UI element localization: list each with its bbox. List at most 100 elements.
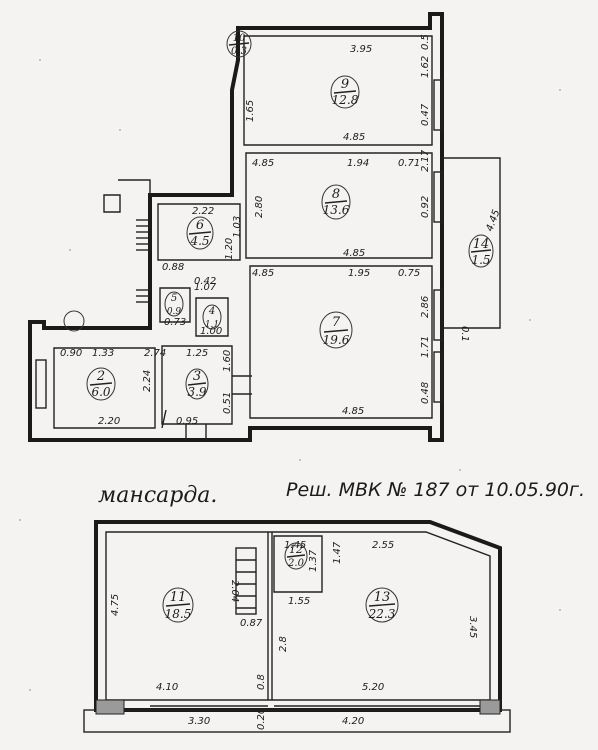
room-14: 14 1.5 <box>468 234 494 268</box>
dim-label: 2.04 <box>229 580 240 602</box>
dim-label: 4.10 <box>156 682 178 693</box>
room-13: 13 22.3 <box>365 587 399 623</box>
room-12: 12 2.0 <box>284 542 308 570</box>
dim-label: 2.86 <box>420 296 431 318</box>
dim-label: 1.95 <box>348 268 370 279</box>
dim-label: 0.71 <box>398 158 420 169</box>
dim-label: 4.75 <box>110 594 121 616</box>
room-number: 7 <box>332 315 341 330</box>
room-7: 7 19.6 <box>319 311 353 349</box>
dim-label: 0.75 <box>398 268 420 279</box>
room-area: 12.8 <box>332 93 359 107</box>
room-area: 1.1 <box>205 320 219 330</box>
attic-base <box>83 699 511 733</box>
dim-label: 1.25 <box>186 348 208 359</box>
dim-label: 0.48 <box>420 382 431 404</box>
dim-label: 0.47 <box>420 103 431 126</box>
attic-inner-wall <box>105 531 491 701</box>
room-2: 2 6.0 <box>86 367 116 401</box>
inner-wall-r8 <box>245 152 433 259</box>
room-number: 4 <box>208 306 215 317</box>
dim-label: 0.88 <box>162 262 184 273</box>
room-9: 9 12.8 <box>330 75 360 109</box>
dim-label: 1.71 <box>420 336 431 358</box>
attic-floor: 11 18.5 12 2.0 13 22.3 4.75 4.10 3.30 2.… <box>83 520 511 733</box>
dim-label: 1.20 <box>224 238 235 260</box>
dim-label: 0.1 <box>459 326 470 342</box>
dim-label: 0.51 <box>222 392 233 414</box>
room-11: 11 18.5 <box>162 587 194 623</box>
dim-label: 0.42 <box>194 276 216 287</box>
dim-label: 3.95 <box>350 44 372 55</box>
inner-wall-r7 <box>249 265 433 419</box>
room-area: 2.0 <box>287 558 305 569</box>
room-area: 6.0 <box>91 385 110 399</box>
decision-caption: Реш. МВК № 187 от 10.05.90г. <box>286 479 585 501</box>
room-number: 3 <box>193 369 201 384</box>
dim-label: 2.22 <box>192 206 214 217</box>
room-number: 12 <box>289 543 303 556</box>
dim-label: 2.80 <box>254 196 265 218</box>
attic-partition <box>267 532 273 700</box>
room-8: 8 13.6 <box>321 184 351 220</box>
room-5: 5 0.9 <box>164 291 184 317</box>
dim-label: 4.85 <box>342 406 364 417</box>
inner-wall-r5 <box>159 287 191 323</box>
dim-label: 4.85 <box>343 132 365 143</box>
attic-stair <box>235 547 257 615</box>
stair-lines <box>136 219 150 303</box>
dim-label: 2.55 <box>372 540 394 551</box>
dim-label: 1.07 <box>194 282 217 293</box>
inner-wall-r6 <box>157 203 241 261</box>
room-1-marker <box>63 310 85 332</box>
hatched-wall-left <box>95 699 125 715</box>
inner-wall-r2 <box>53 347 156 429</box>
room-area: 3.9 <box>187 385 206 399</box>
dim-label: 4.85 <box>252 158 274 169</box>
dim-label: 0.90 <box>60 348 82 359</box>
room-area: 4.5 <box>189 234 209 248</box>
dim-label: 0.87 <box>240 618 263 629</box>
attic-caption: мансарда. <box>98 483 217 508</box>
room-area: 0.3 <box>231 46 247 57</box>
dim-label: 1.47 <box>332 541 343 564</box>
dim-label: 1.45 <box>284 540 306 551</box>
dim-label: 2.74 <box>144 348 166 359</box>
room-number: 10 <box>233 33 246 44</box>
dim-label: 1.33 <box>92 348 114 359</box>
room-number: 5 <box>171 293 177 304</box>
dimensions-attic: 4.75 4.10 3.30 2.04 0.87 1.45 1.37 1.55 … <box>110 540 478 730</box>
dim-label: 5.20 <box>362 682 384 693</box>
room-area: 0.9 <box>167 307 182 317</box>
entry-box <box>103 179 151 213</box>
outer-wall <box>28 12 444 442</box>
room-area: 22.3 <box>368 607 396 621</box>
dim-label: 0.95 <box>176 416 198 427</box>
dim-label: 4.85 <box>252 268 274 279</box>
room-area: 1.5 <box>471 253 490 267</box>
room-number: 9 <box>341 77 349 92</box>
room-number: 11 <box>170 590 187 605</box>
dim-label: 1.03 <box>232 216 243 238</box>
dim-label: 0.5 <box>420 34 431 50</box>
dim-label: 0.73 <box>164 317 186 328</box>
dim-label: 1.65 <box>245 100 256 122</box>
paper-texture <box>19 59 561 691</box>
room-number: 2 <box>96 369 105 384</box>
doors <box>161 375 252 440</box>
room-3: 3 3.9 <box>185 368 209 400</box>
room-4: 4 1.1 <box>202 304 222 330</box>
dim-label: 1.94 <box>347 158 369 169</box>
dim-label: 0.20 <box>256 708 267 730</box>
room-area: 19.6 <box>323 333 350 347</box>
room-12-box <box>273 535 323 593</box>
dim-label: 0.8 <box>256 674 267 690</box>
room-number: 13 <box>374 590 391 605</box>
dim-label: 4.85 <box>343 248 365 259</box>
dim-label: 1.60 <box>222 350 233 372</box>
dim-label: 1.55 <box>288 596 310 607</box>
room-area: 13.6 <box>323 203 350 217</box>
hatched-wall-right <box>479 699 501 715</box>
annex-r14 <box>442 157 501 329</box>
room-area: 18.5 <box>165 607 192 621</box>
